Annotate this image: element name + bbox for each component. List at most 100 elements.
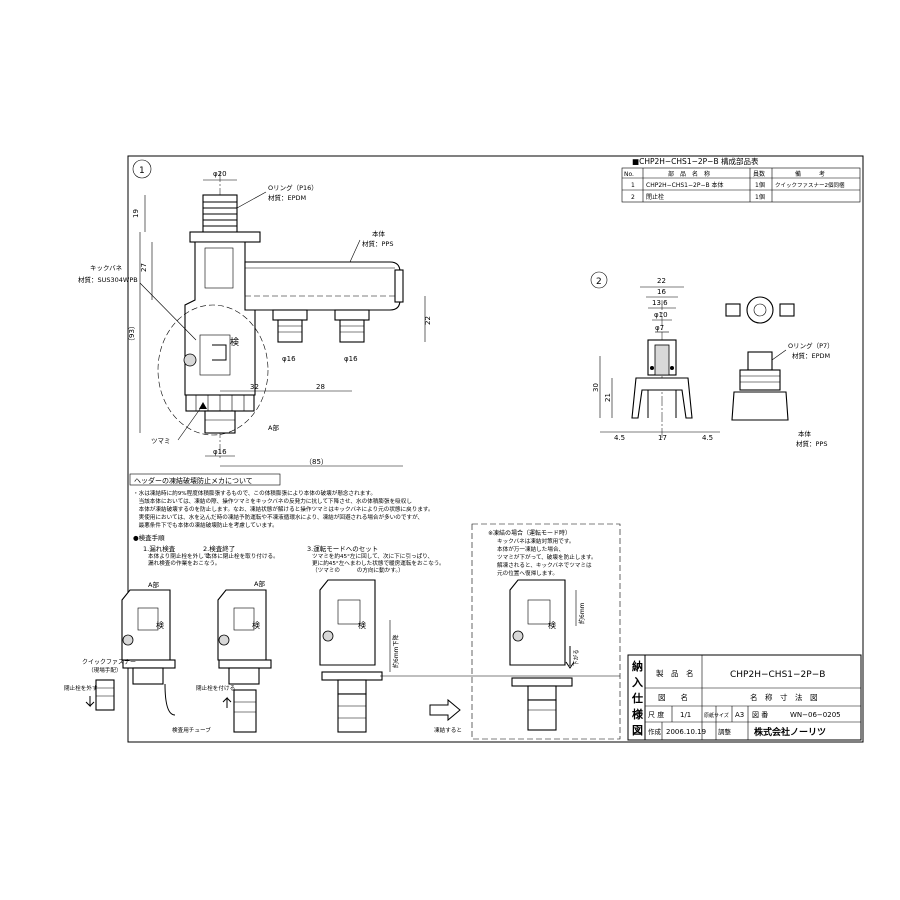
remove-plug-label: 閉止栓を外す xyxy=(64,684,98,692)
view2-dim-16: 16 xyxy=(657,288,666,296)
notes-line-1: ・水は凍結時に約9%程度体積膨張するもので、この体積膨張により本体の破壊が懸念さ… xyxy=(133,489,376,497)
step1-ken: 検 xyxy=(156,620,164,630)
view1-dim-93: （93） xyxy=(128,322,136,345)
view1-dim-28: 28 xyxy=(316,383,325,391)
parts-table-title: ■CHP2H−CHS1−2P−B 構成部品表 xyxy=(632,156,759,166)
parts-row1-no: 1 xyxy=(631,182,635,189)
step1-line-2: 漏れ検査の作業をおこなう。 xyxy=(148,559,220,567)
parts-table: ■CHP2H−CHS1−2P−B 構成部品表 No. 部 品 名 称 員数 備 … xyxy=(621,156,861,203)
test-tube-label: 検査用チューブ xyxy=(172,726,211,734)
freeze-lower: 下がる xyxy=(572,649,580,666)
paper-size-value: A3 xyxy=(735,711,744,719)
freeze-line-1: キックバネは凍結対策用です。 xyxy=(497,537,574,545)
view1-d16-right: φ16 xyxy=(344,355,358,363)
freeze-6mm: 約6mm xyxy=(578,602,586,624)
view1-dim-32: 32 xyxy=(250,383,259,391)
freeze-line-5: 元の位置へ復帰します。 xyxy=(497,569,558,577)
step2-line-1: 本体に閉止栓を取り付ける。 xyxy=(206,552,279,560)
view1-tsumami: ツマミ xyxy=(151,437,171,445)
view1-d16-left: φ16 xyxy=(282,355,296,363)
view1-d16-bottom: φ16 xyxy=(213,448,227,456)
view2-d10: φ10 xyxy=(654,311,668,319)
view1-kick-spring: キックバネ xyxy=(90,264,123,272)
view1-drawing: 1 xyxy=(78,159,432,467)
freeze-arrow-label: 凍結すると xyxy=(434,726,462,734)
parts-row2-no: 2 xyxy=(631,194,635,201)
notes-line-3: 本体が凍結破壊するのを防止します。なお、凍結状態が解けると操作ツマミはキックバネ… xyxy=(133,505,434,513)
freeze-title: ※凍結の場合（運転モード時） xyxy=(488,529,571,537)
drawing-number-label: 図 番 xyxy=(752,711,768,719)
procedure-heading: ●検査手順 xyxy=(133,533,165,542)
view2-drawing: 2 22 16 13.6 φ10 φ7 30 21 4.5 17 4.5 xyxy=(590,271,834,448)
step3-line-1: ツマミを約45°左に回して、次に下に引っぱり、 xyxy=(312,552,433,560)
view2-dim-22: 22 xyxy=(657,277,666,285)
parts-row1-name: CHP2H−CHS1−2P−B 本体 xyxy=(646,181,724,189)
freeze-line-3: ツマミが下がって、破壊を防止します。 xyxy=(497,553,597,561)
parts-row2-name: 閉止栓 xyxy=(646,193,664,201)
view1-oring-label: Oリング（P16） xyxy=(268,183,318,192)
view1-dim-22: 22 xyxy=(424,316,432,325)
view2-dim-30: 30 xyxy=(592,383,600,392)
step3-6mm-down: 約6mm下降 xyxy=(392,634,400,668)
step3-ken: 検 xyxy=(358,620,366,630)
title-block: 納 入 仕 様 図 製 品 名 CHP2H−CHS1−2P−B 図 名 名 称 … xyxy=(627,654,862,741)
view1-number: 1 xyxy=(139,166,145,176)
freeze-line-4: 解凍されると、キックバネでツマミは xyxy=(497,561,592,569)
view1-body-material: 材質：PPS xyxy=(362,239,393,248)
view2-body-label: 本体 xyxy=(798,429,812,438)
view2-oring-material: 材質：EPDM xyxy=(792,351,830,360)
drawing-number-value: WN−06−0205 xyxy=(790,711,841,719)
step3-title: 3.運転モードへのセット xyxy=(307,544,378,553)
notes-line-5: 最悪条件下でも本体の凍結破壊防止を考慮しています。 xyxy=(133,521,278,529)
notes-line-4: 実使用においては、水を込んだ時の凍結予防運転や不凍液循環水により、凍結が回避され… xyxy=(133,513,423,521)
made-date-value: 2006.10.19 xyxy=(666,728,706,736)
parts-header-qty: 員数 xyxy=(753,170,765,178)
title-side-4: 様 xyxy=(632,707,644,721)
product-name-value: CHP2H−CHS1−2P−B xyxy=(730,670,825,680)
view2-dim-17: 17 xyxy=(658,434,667,442)
freeze-line-2: 本体が万一凍結した場合、 xyxy=(497,545,564,553)
step1-line-1: 本体より閉止栓を外して、 xyxy=(148,552,215,560)
paper-size-label: 原紙サイズ xyxy=(704,712,729,719)
drawing-name-label: 図 名 xyxy=(658,692,688,702)
view2-dim-21: 21 xyxy=(604,393,612,402)
freeze-illustration: 検 約6mm 下がる xyxy=(509,579,586,731)
made-date-label: 作成 xyxy=(648,727,662,736)
step2-title: 2.検査終了 xyxy=(203,544,235,553)
notes-heading: ヘッダーの凍結破壊防止メカについて xyxy=(134,476,253,485)
scale-label: 尺 度 xyxy=(648,710,664,719)
company-name: 株式会社ノーリツ xyxy=(754,726,826,738)
view1-a-detail: A部 xyxy=(268,423,279,432)
view2-number: 2 xyxy=(596,277,602,287)
notes-line-2: 当該本体においては、凍結の際、操作ツマミをキックバネの反発力に抗して下降させ、水… xyxy=(133,497,412,505)
view2-dim-4-5-right: 4.5 xyxy=(702,434,713,442)
parts-header-name: 部 品 名 称 xyxy=(668,170,710,178)
title-side-5: 図 xyxy=(632,723,643,737)
view1-dim-19: 19 xyxy=(132,209,140,218)
view2-body-material: 材質：PPS xyxy=(796,439,827,448)
parts-row1-qty: 1個 xyxy=(755,181,765,189)
view1-ken-mark: 検 xyxy=(230,336,239,348)
local-arrange-label: （現場手配） xyxy=(88,666,122,674)
view1-spring-material: 材質：SUS304WPB xyxy=(78,275,138,284)
view1-marker xyxy=(132,159,152,179)
view2-d7: φ7 xyxy=(655,324,664,332)
view1-body-label: 本体 xyxy=(372,229,386,238)
title-side-1: 納 xyxy=(632,659,643,673)
view1-d20: φ20 xyxy=(213,170,227,178)
notes-section: ヘッダーの凍結破壊防止メカについて ・水は凍結時に約9%程度体積膨張するもので、… xyxy=(129,473,434,529)
title-side-3: 仕 xyxy=(631,691,643,705)
step3-illustration: 検 約6mm下降 凍結すると xyxy=(319,579,620,734)
attach-plug-label: 閉止栓を付ける xyxy=(196,684,235,692)
view2-dim-13-6: 13.6 xyxy=(652,299,668,307)
view1-dim-27: 27 xyxy=(140,263,148,272)
procedure-section: ●検査手順 1.漏れ検査 本体より閉止栓を外して、 漏れ検査の作業をおこなう。 … xyxy=(64,523,621,740)
step1-a-detail: A部 xyxy=(148,580,159,589)
step1-title: 1.漏れ検査 xyxy=(143,544,176,553)
step2-ken: 検 xyxy=(252,620,260,630)
drawing-border xyxy=(127,155,864,743)
view2-dim-4-5-left: 4.5 xyxy=(614,434,625,442)
step3-line-2: 更に約45°左へまわした状態で暖房運転をおこなう。 xyxy=(312,559,445,567)
step1-illustration: 検 A部 クイックファスナー （現場手配） 閉止栓を外す 検査用チューブ xyxy=(64,580,211,734)
